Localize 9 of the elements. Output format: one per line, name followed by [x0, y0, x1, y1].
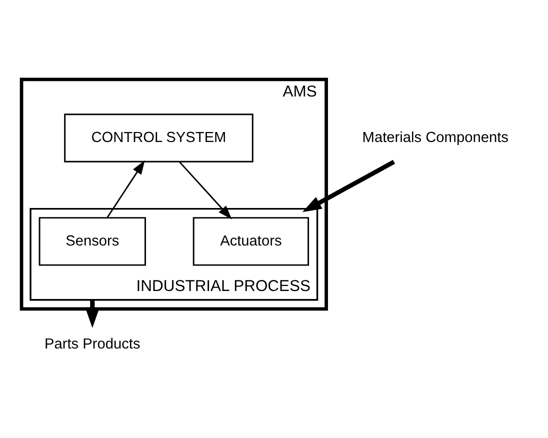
node-box: Sensors — [38, 216, 146, 266]
node-box: CONTROL SYSTEM — [64, 113, 254, 162]
arrow — [86, 299, 100, 328]
node-box: Actuators — [192, 216, 310, 266]
node-text: Materials Components — [362, 129, 508, 146]
node-text: Parts Products — [44, 336, 140, 352]
arrow — [106, 160, 145, 218]
arrow — [302, 159, 396, 212]
arrow — [179, 161, 232, 219]
